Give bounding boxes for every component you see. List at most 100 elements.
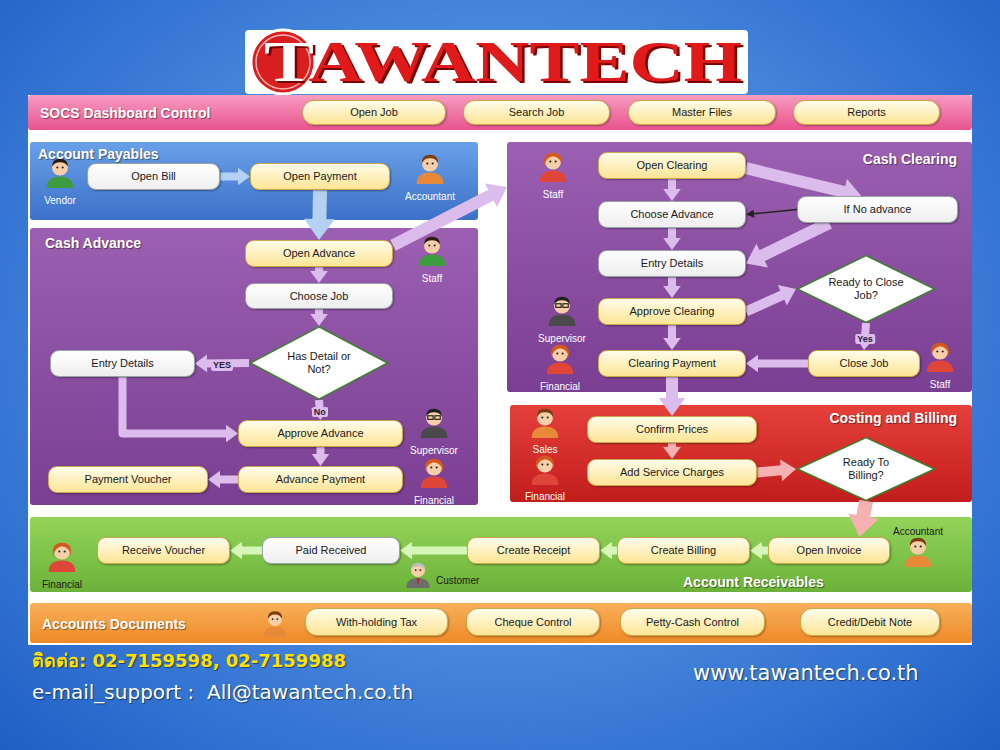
label-holder: Supervisor	[538, 328, 586, 346]
label-holder: Financial	[42, 574, 82, 592]
toolbar-band: SOCS Dashboard ControlOpen JobSearch Job…	[28, 95, 972, 130]
flow-arrow	[123, 377, 239, 442]
box-label: Open Advance	[283, 247, 355, 260]
label-holder: Customer	[436, 570, 479, 588]
menu-button: Cheque Control	[466, 608, 600, 636]
arrow-head	[312, 454, 330, 466]
box-label: Create Billing	[651, 544, 716, 557]
box-label: Master Files	[672, 106, 732, 119]
website-url: www.tawantech.co.th	[693, 661, 919, 685]
decision-diamond: Ready to Close Job?	[796, 255, 936, 323]
flow-line	[407, 547, 467, 555]
logo-ground	[245, 30, 748, 94]
person-icon	[47, 159, 74, 188]
section-panel: Accounts DocumentsWith-holding TaxCheque…	[30, 603, 972, 643]
process-box: Approve Advance	[238, 420, 403, 447]
label-holder: Supervisor	[410, 440, 458, 458]
process-box: Create Billing	[617, 537, 750, 564]
label-holder: Staff	[422, 268, 442, 286]
menu-button: Reports	[793, 100, 940, 125]
arrow-head	[746, 210, 754, 218]
person-icon	[540, 153, 567, 182]
person-icon	[421, 409, 448, 438]
person-icon	[406, 563, 429, 588]
menu-button: Open Job	[302, 100, 446, 125]
panel-heading: Cash Clearing	[863, 151, 957, 167]
box-label: Payment Voucher	[85, 473, 172, 486]
edge-label-holder: Yes	[855, 328, 875, 346]
role-label: Financial	[525, 491, 565, 503]
flow-arrow	[746, 355, 808, 373]
contact-email: e-mail_support : All@tawantech.co.th	[32, 681, 413, 704]
decision-diamond: Has Detail or Not?	[249, 326, 389, 400]
box-label: Approve Advance	[277, 427, 363, 440]
flow-arrow	[663, 325, 681, 350]
flow-arrow	[746, 168, 861, 204]
panel-heading: Cash Advance	[45, 235, 141, 251]
arrow-head	[663, 238, 681, 250]
arrow-head	[195, 355, 207, 373]
box-label: Search Job	[509, 106, 565, 119]
person-icon	[905, 538, 932, 567]
arrow-head	[311, 407, 329, 420]
person-icon	[421, 459, 448, 488]
label-holder: Sales	[532, 439, 557, 457]
flow-arrow	[220, 168, 250, 186]
role-label: Staff	[543, 189, 563, 201]
flow-arrow	[746, 210, 797, 218]
box-label: Credit/Debit Note	[828, 616, 912, 629]
flow-arrow	[195, 355, 249, 373]
panel-heading: Costing and Billing	[829, 410, 957, 426]
arrow-head	[778, 285, 796, 305]
flow-arrow	[848, 501, 878, 537]
box-label: Open Bill	[131, 170, 176, 183]
section-panel: Cash ClearingOpen ClearingChoose Advance…	[507, 142, 972, 392]
person-icon	[532, 409, 559, 438]
box-label: Receive Voucher	[122, 544, 205, 557]
logo-title: TAWANTECH	[264, 33, 742, 91]
box-label: Clearing Payment	[628, 357, 715, 370]
box-label: Open Job	[350, 106, 398, 119]
diamond-shape	[797, 438, 934, 501]
box-label: Add Service Charges	[620, 466, 724, 479]
box-label: Has Detail or Not?	[277, 350, 361, 375]
panel-heading: Account Receivables	[683, 574, 824, 590]
arrow-head	[230, 542, 242, 560]
label-holder: www.tawantech.co.th	[693, 661, 919, 685]
menu-button: Master Files	[628, 100, 776, 125]
edge-label: No	[312, 407, 328, 417]
process-box: Entry Details	[50, 350, 195, 377]
process-box: Open Payment	[250, 163, 390, 190]
flow-arrow	[304, 190, 335, 240]
panel-heading: Account Payables	[38, 146, 159, 162]
process-box: Add Service Charges	[587, 459, 757, 486]
arrow-head	[663, 286, 681, 298]
box-label: Petty-Cash Control	[646, 616, 739, 629]
contact-phone: ติดต่อ: 02-7159598, 02-7159988	[32, 651, 346, 672]
edge-label: Yes	[855, 334, 875, 344]
role-label: Financial	[42, 579, 82, 591]
box-label: Approve Clearing	[630, 305, 715, 318]
process-box: Entry Details	[598, 250, 746, 277]
flow-line	[123, 377, 231, 434]
menu-button: Petty-Cash Control	[620, 608, 765, 636]
person-icon	[49, 543, 76, 572]
process-box: Clearing Payment	[598, 350, 746, 377]
label-holder: Vendor	[44, 190, 76, 208]
panel-heading: Accounts Documents	[42, 616, 186, 632]
flow-line	[753, 360, 808, 368]
flow-arrow	[311, 400, 329, 420]
role-label: Financial	[414, 495, 454, 507]
box-label: Choose Job	[290, 290, 349, 303]
section-panel: Costing and BillingConfirm PricesAdd Ser…	[510, 405, 972, 502]
flow-arrow	[310, 267, 328, 283]
person-icon	[547, 345, 574, 374]
process-box: If No advance	[797, 196, 958, 223]
process-box: Payment Voucher	[48, 466, 208, 493]
box-label: Advance Payment	[276, 473, 365, 486]
person-icon	[532, 456, 559, 485]
person-icon	[417, 155, 444, 184]
arrow-head	[304, 219, 335, 240]
arrow-head	[400, 542, 412, 560]
role-label: Staff	[930, 379, 950, 391]
